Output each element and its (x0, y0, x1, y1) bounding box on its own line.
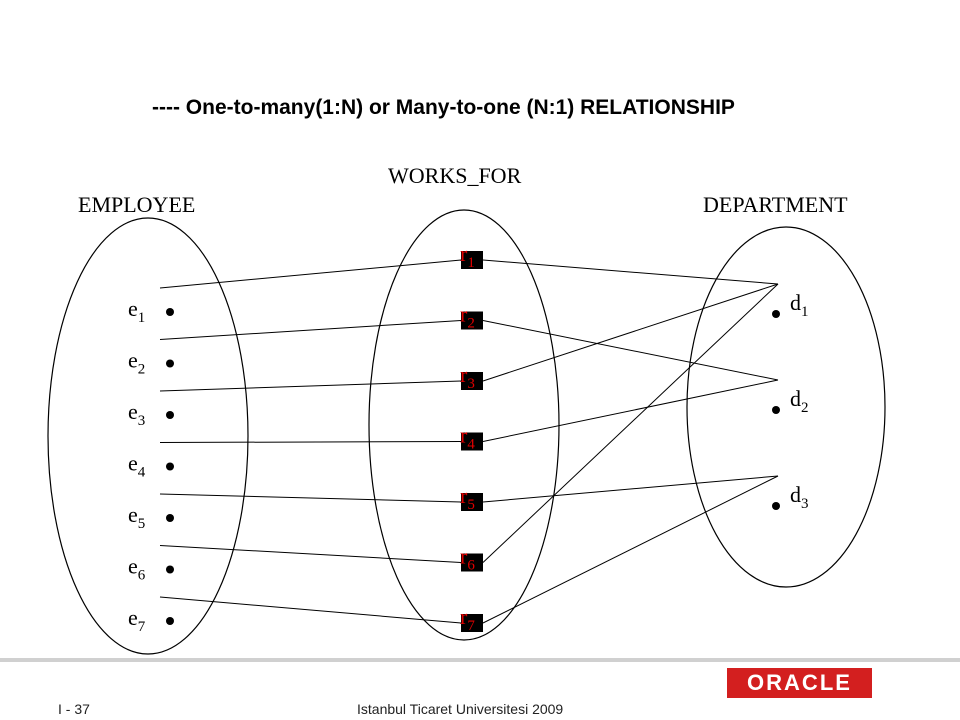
page-number: I - 37 (58, 701, 90, 717)
relationship-box-3 (461, 372, 483, 390)
works-for-heading: WORKS_FOR (388, 163, 522, 188)
link-r6-d1 (482, 283, 779, 563)
link-r4-d2 (482, 379, 779, 442)
link-e2-r2 (159, 320, 462, 340)
link-r2-d2 (482, 320, 779, 381)
department-dot-1 (772, 310, 780, 318)
employee-label-3: e3 (128, 399, 145, 429)
department-dot-2 (772, 406, 780, 414)
employee-dot-3 (166, 411, 174, 419)
employee-label-7: e7 (128, 605, 146, 635)
employee-dot-7 (166, 617, 174, 625)
employee-label-5: e5 (128, 502, 145, 532)
department-instances: d1 d2 d3 (772, 290, 809, 512)
employee-label-1: e1 (128, 296, 145, 326)
employee-label-6: e6 (128, 554, 146, 584)
department-label-1: d1 (790, 290, 809, 320)
employee-dot-1 (166, 308, 174, 316)
employee-heading: EMPLOYEE (78, 192, 195, 217)
relationship-box-5 (461, 493, 483, 511)
oracle-logo: ORACLE (727, 668, 872, 698)
er-instance-diagram: EMPLOYEE WORKS_FOR DEPARTMENT e1 e2 e3 e4 e5… (47, 163, 886, 655)
department-label-2: d2 (790, 386, 809, 416)
department-dot-3 (772, 502, 780, 510)
department-heading: DEPARTMENT (703, 192, 848, 217)
works-for-set-ellipse (368, 209, 560, 641)
relationship-box-4 (461, 432, 483, 451)
link-r5-d3 (482, 475, 779, 503)
employee-label-2: e2 (128, 348, 145, 378)
employee-instances: e1 e2 e3 e4 e5 e6 e7 (128, 296, 174, 635)
link-e3-r3 (159, 380, 462, 392)
connector-lines (159, 259, 779, 624)
relationship-box-2 (461, 311, 483, 330)
employee-set-ellipse (47, 217, 249, 655)
link-e6-r6 (159, 545, 462, 563)
link-r7-d3 (482, 475, 779, 624)
link-e7-r7 (159, 596, 462, 624)
department-set-ellipse (686, 226, 886, 588)
relationship-box-1 (461, 251, 483, 269)
relationship-box-6 (461, 553, 483, 572)
link-r3-d1 (482, 283, 779, 382)
link-r1-d1 (482, 259, 779, 285)
employee-dot-5 (166, 514, 174, 522)
slide-title: ---- One-to-many(1:N) or Many-to-one (N:… (152, 96, 735, 119)
footer-caption: Istanbul Ticaret Universitesi 2009 (357, 701, 564, 717)
relationship-box-7 (461, 614, 483, 632)
employee-label-4: e4 (128, 451, 146, 481)
link-e5-r5 (159, 493, 462, 503)
department-label-3: d3 (790, 482, 809, 512)
link-e1-r1 (159, 259, 462, 289)
footer-divider (0, 658, 960, 662)
link-e4-r4 (159, 441, 462, 443)
employee-dot-4 (166, 462, 174, 471)
employee-dot-2 (166, 359, 174, 368)
employee-dot-6 (166, 565, 174, 574)
